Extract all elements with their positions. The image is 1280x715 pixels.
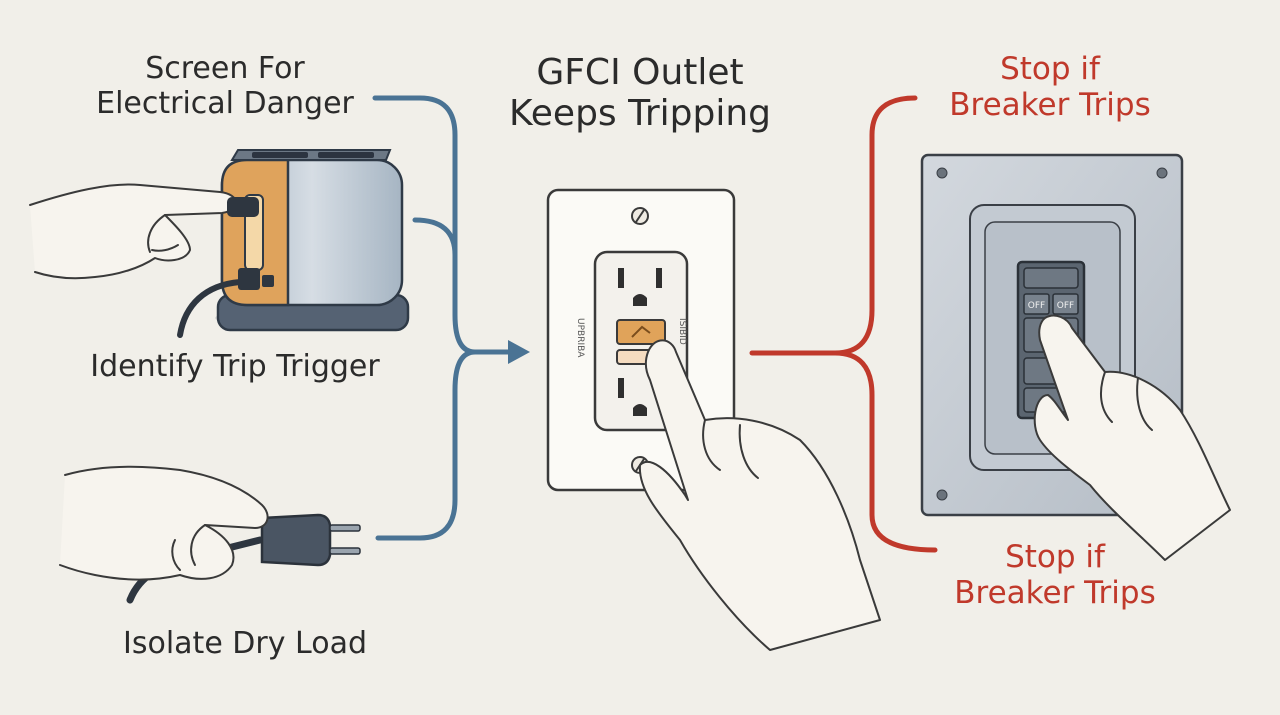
label-identify-trip-trigger: Identify Trip Trigger <box>90 349 380 384</box>
page-title-line2: Keeps Tripping <box>508 93 772 135</box>
breaker-switch-label-right: OFF <box>1057 301 1074 311</box>
label-stop-breaker-top: Stop if Breaker Trips <box>930 51 1170 123</box>
outlet-side-text-right: ISIBID <box>677 318 687 345</box>
label-stop-breaker-bottom: Stop if Breaker Trips <box>945 539 1165 611</box>
label-stop-bottom-line2: Breaker Trips <box>954 574 1156 611</box>
page-title: GFCI Outlet Keeps Tripping <box>490 52 790 135</box>
label-screen-line2: Electrical Danger <box>96 85 354 121</box>
label-stop-top-line1: Stop if <box>1000 51 1100 87</box>
arrow-right-icon <box>508 340 530 364</box>
outlet-side-text-left: UPBRIBA <box>575 318 585 358</box>
blue-bracket <box>372 95 515 541</box>
page-title-line1: GFCI Outlet <box>536 52 744 93</box>
label-screen-line1: Screen For <box>145 51 305 86</box>
hand-icon <box>1033 314 1231 561</box>
label-screen-electrical-danger: Screen For Electrical Danger <box>95 51 355 121</box>
hand-icon <box>59 465 269 581</box>
toaster-icon <box>177 149 410 338</box>
red-bracket <box>749 95 938 553</box>
label-stop-top-line2: Breaker Trips <box>949 86 1151 123</box>
label-stop-bottom-line1: Stop if <box>1005 539 1105 575</box>
breaker-switch-label-left: OFF <box>1028 301 1045 311</box>
hand-icon <box>638 339 881 651</box>
label-isolate-dry-load: Isolate Dry Load <box>123 626 367 661</box>
hand-icon <box>29 183 259 280</box>
